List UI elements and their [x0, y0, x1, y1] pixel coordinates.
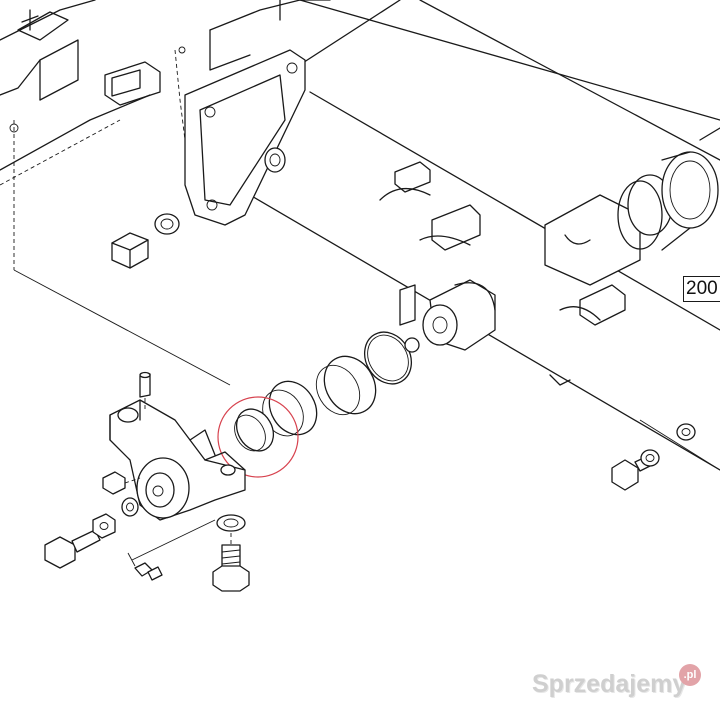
grease-nipple [127, 519, 216, 581]
kingpin-assembly [544, 127, 720, 286]
highlight-circle [217, 396, 299, 478]
vertical-bolt [212, 514, 250, 592]
watermark-badge: .pl [679, 664, 701, 686]
part-reference-label: 200 [683, 276, 720, 302]
chassis-frame [0, 0, 331, 386]
bushing-stack [234, 331, 420, 452]
drain-plug [111, 213, 180, 269]
right-bolt [611, 419, 720, 491]
bracket [109, 399, 246, 521]
axle-housing [184, 0, 720, 471]
long-bolt [44, 497, 139, 569]
dowel-pin [139, 371, 151, 412]
watermark-text: Sprzedajemy [532, 670, 687, 698]
small-bolt [102, 471, 141, 495]
